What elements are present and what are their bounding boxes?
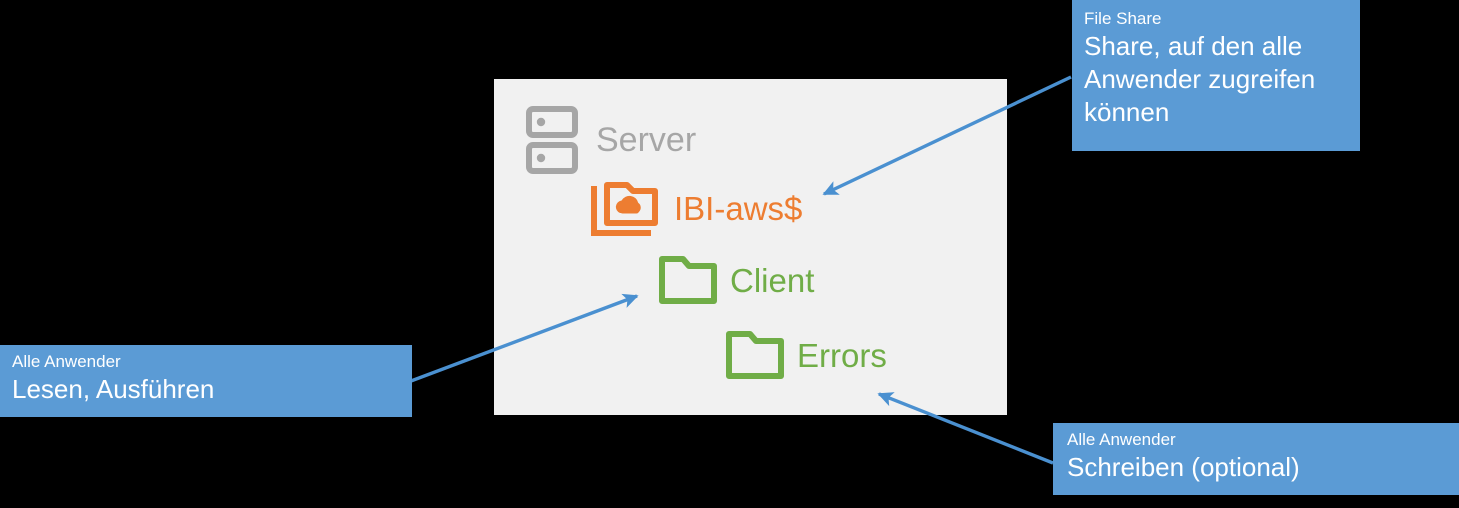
cloud-folder-stack-icon xyxy=(590,179,662,237)
callout-body: Schreiben (optional) xyxy=(1067,452,1300,482)
callout-title: Alle Anwender xyxy=(12,352,121,371)
server-panel: Server IBI-aws$ xyxy=(494,79,1007,415)
node-share[interactable]: IBI-aws$ xyxy=(590,179,802,237)
callout-title: File Share xyxy=(1084,9,1162,28)
node-server[interactable]: Server xyxy=(526,106,696,174)
node-label-errors: Errors xyxy=(797,336,887,374)
node-label-share: IBI-aws$ xyxy=(674,189,803,227)
folder-icon xyxy=(658,254,718,306)
callout-write-optional[interactable]: Alle Anwender Schreiben (optional) xyxy=(1053,423,1459,495)
callout-body: Share, auf den alle Anwender zugreifen k… xyxy=(1084,31,1316,127)
server-icon xyxy=(526,106,578,174)
folder-icon xyxy=(725,329,785,381)
callout-title: Alle Anwender xyxy=(1067,430,1176,449)
callout-body: Lesen, Ausführen xyxy=(12,374,215,404)
callout-read-execute[interactable]: Alle Anwender Lesen, Ausführen xyxy=(0,345,412,417)
node-label-client: Client xyxy=(730,261,815,299)
node-errors[interactable]: Errors xyxy=(725,329,887,381)
node-client[interactable]: Client xyxy=(658,254,814,306)
node-label-server: Server xyxy=(596,121,697,159)
callout-file-share[interactable]: File Share Share, auf den alle Anwender … xyxy=(1072,0,1360,151)
